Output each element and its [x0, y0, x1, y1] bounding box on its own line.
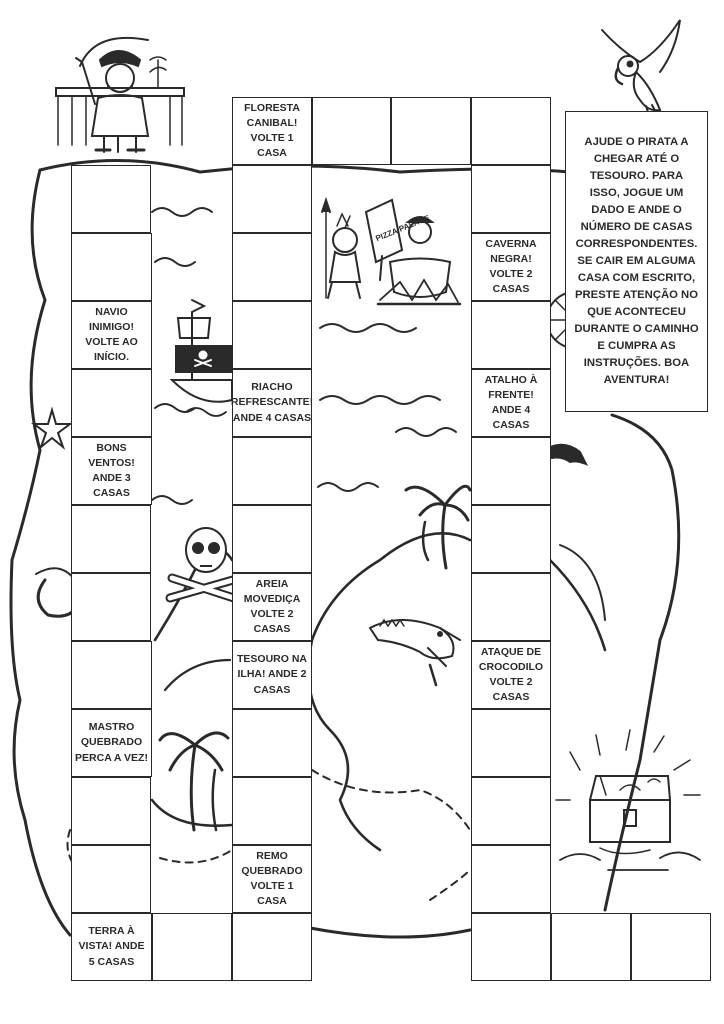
- board-square: [471, 97, 551, 165]
- parrot-icon: [601, 19, 681, 121]
- board-square-label: RIACHO REFRESCANTE! ANDE 4 CASAS: [230, 381, 314, 424]
- board-square-label: ATAQUE DE CROCODILO VOLTE 2 CASAS: [478, 645, 544, 704]
- board-square-instruction: MASTRO QUEBRADO PERCA A VEZ!: [71, 709, 152, 777]
- board-square: [232, 777, 312, 845]
- board-square: [551, 913, 631, 981]
- board-square: [471, 709, 551, 777]
- instructions-box: Ajude o pirata a chegar até o tesouro. P…: [565, 111, 708, 412]
- board-square: [232, 709, 312, 777]
- board-square: [391, 97, 471, 165]
- board-square: [471, 301, 551, 369]
- board-square-instruction: CAVERNA NEGRA! VOLTE 2 CASAS: [471, 233, 551, 301]
- board-square: [471, 573, 551, 641]
- board-square: [232, 233, 312, 301]
- board-square-label: TERRA À VISTA! ANDE 5 CASAS: [78, 925, 145, 968]
- board-square-label: FLORESTA CANIBAL! VOLTE 1 CASA: [244, 101, 300, 160]
- board-square-instruction: ATAQUE DE CROCODILO VOLTE 2 CASAS: [471, 641, 551, 709]
- board-square: [71, 777, 151, 845]
- palm-tree-icon: [404, 484, 472, 570]
- board-square-label: ATALHO À FRENTE! ANDE 4 CASAS: [484, 373, 538, 432]
- board-square: [471, 437, 551, 505]
- board-square-label: MASTRO QUEBRADO PERCA A VEZ!: [75, 721, 148, 764]
- board-square-instruction: BONS VENTOS! ANDE 3 CASAS: [71, 437, 152, 505]
- board-square: [232, 913, 312, 981]
- board-square-instruction: FLORESTA CANIBAL! VOLTE 1 CASA: [232, 97, 312, 165]
- cannibal-cooking-pot-icon: PIZZA PALACE: [321, 196, 462, 306]
- board-square: [71, 573, 151, 641]
- board-square: [471, 777, 551, 845]
- board-square-instruction: REMO QUEBRADO VOLTE 1 CASA: [232, 845, 312, 913]
- board-square: [312, 97, 391, 165]
- board-square-instruction: NAVIO INIMIGO! VOLTE AO INÍCIO.: [71, 301, 152, 369]
- crocodile-icon: [368, 618, 461, 687]
- board-square: [232, 437, 312, 505]
- instructions-text: Ajude o pirata a chegar até o tesouro. P…: [574, 136, 699, 386]
- board-square-label: TESOURO NA ILHA! ANDE 2 CASAS: [236, 653, 307, 696]
- board-square: [152, 913, 232, 981]
- board-square-label: BONS VENTOS! ANDE 3 CASAS: [88, 441, 135, 500]
- board-square-label: REMO QUEBRADO VOLTE 1 CASA: [241, 849, 303, 908]
- board-square-label: NAVIO INIMIGO! VOLTE AO INÍCIO.: [85, 305, 138, 364]
- skull-crossbones-icon: [165, 527, 245, 605]
- board-square: [71, 845, 151, 913]
- starfish-icon: [31, 406, 73, 451]
- board-square-label: CAVERNA NEGRA! VOLTE 2 CASAS: [485, 237, 537, 296]
- board-square: [71, 369, 152, 437]
- dolphin-icon: [546, 443, 589, 466]
- board-square-instruction: AREIA MOVEDIÇA VOLTE 2 CASAS: [232, 573, 312, 641]
- board-square-instruction: ATALHO À FRENTE! ANDE 4 CASAS: [471, 369, 551, 437]
- board-square: [232, 301, 312, 369]
- board-square: [71, 641, 152, 709]
- pirate-captain-icon: [55, 36, 185, 153]
- board-square: [471, 505, 551, 573]
- board-square: [232, 505, 312, 573]
- board-square: [631, 913, 711, 981]
- board-square-label: AREIA MOVEDIÇA VOLTE 2 CASAS: [243, 577, 301, 636]
- board-square: [71, 505, 151, 573]
- board-square: [471, 165, 551, 233]
- board-square: [71, 233, 152, 301]
- board-square-instruction: RIACHO REFRESCANTE! ANDE 4 CASAS: [230, 369, 314, 437]
- pirate-ship-icon: [169, 299, 233, 417]
- treasure-chest-icon: [555, 729, 701, 871]
- board-square: [71, 165, 151, 233]
- board-square: [471, 913, 551, 981]
- board-square-instruction: TESOURO NA ILHA! ANDE 2 CASAS: [232, 641, 312, 709]
- board-square: [232, 165, 312, 233]
- board-square-instruction: TERRA À VISTA! ANDE 5 CASAS: [71, 913, 152, 981]
- palm-tree-icon-lower: [158, 731, 230, 832]
- board-square: [471, 845, 551, 913]
